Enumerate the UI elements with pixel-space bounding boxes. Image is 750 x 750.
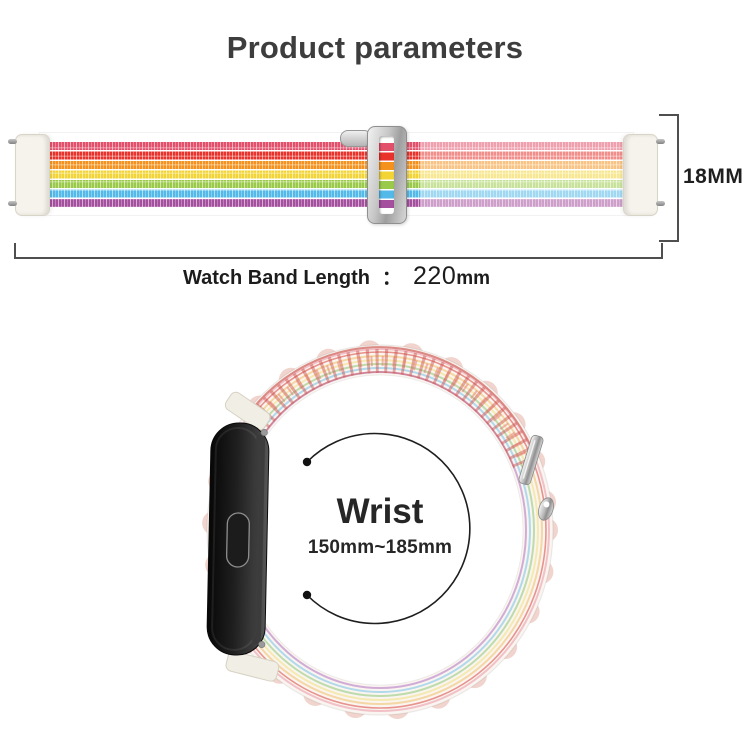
band-strap-stripes	[40, 133, 633, 215]
length-measure-bracket	[14, 243, 663, 259]
tracker-side-button	[225, 512, 250, 568]
lug-pin-top	[260, 429, 268, 437]
page-title: Product parameters	[226, 30, 524, 65]
wrist-label: Wrist	[336, 492, 424, 531]
band-connector-bottom	[225, 651, 280, 682]
tracker-screen-edge	[251, 434, 266, 645]
loop-outer-edge-line	[206, 344, 554, 716]
wrist-range: 150mm~185mm	[307, 537, 453, 558]
length-separator: ：	[382, 268, 402, 289]
lug-pin-bottom	[258, 641, 266, 649]
wrist-loop-illustration	[202, 340, 558, 720]
band-end-cap-left	[8, 134, 50, 216]
fitness-tracker	[206, 391, 280, 682]
metal-hook	[538, 497, 554, 521]
band-strap-fade	[420, 134, 625, 214]
length-value: 220	[413, 262, 457, 290]
wrist-arc	[302, 432, 471, 625]
spring-bar-pin-icon	[8, 139, 17, 144]
metal-bar	[518, 434, 544, 486]
spring-bar-pin-icon	[8, 201, 17, 206]
width-label: 18MM	[683, 165, 744, 188]
length-unit: mm	[456, 268, 491, 289]
band-figure	[8, 126, 665, 224]
width-measure-bracket	[659, 114, 679, 242]
spring-bar-pin-icon	[656, 139, 665, 144]
band-end-cap-right	[623, 134, 665, 216]
arc-end-dot	[302, 590, 312, 600]
length-label: Watch Band Length	[182, 267, 370, 289]
band-connector-top	[224, 391, 271, 431]
spring-bar-pin-icon	[656, 201, 665, 206]
metal-buckle-slot	[379, 136, 394, 214]
loop-red-weave	[243, 346, 537, 469]
length-label-row: Watch Band Length ： 220 mm	[14, 262, 659, 291]
metal-buckle	[367, 126, 407, 224]
arc-end-dot	[302, 457, 312, 467]
